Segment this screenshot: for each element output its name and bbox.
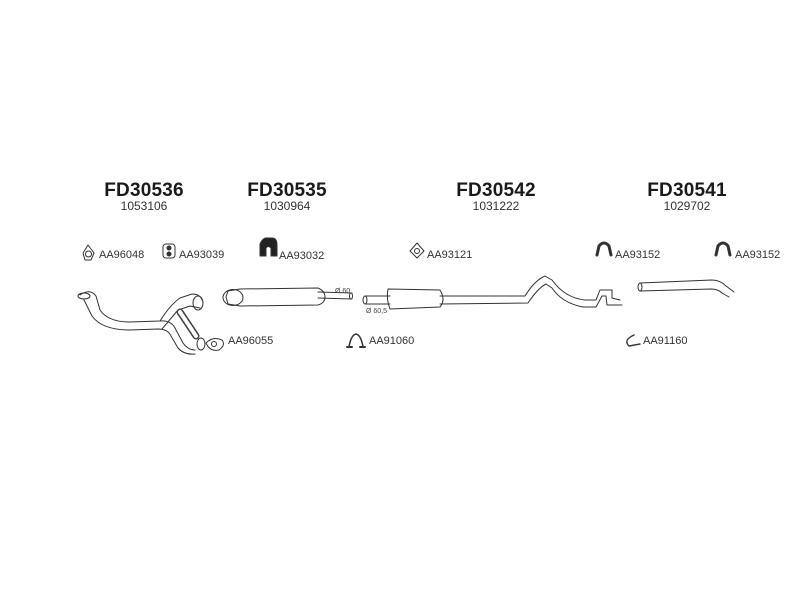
hanger-bracket-icon xyxy=(595,241,613,257)
part-code: FD30542 xyxy=(456,180,536,201)
front-silencer xyxy=(222,287,353,307)
clamp-icon xyxy=(626,334,641,347)
part-label-aa96055: AA96055 xyxy=(228,335,274,347)
rubber-mount-icon xyxy=(259,237,278,257)
part-number: 1030964 xyxy=(263,199,311,213)
part-label-aa93121: AA93121 xyxy=(427,249,473,261)
part-number: 1053106 xyxy=(120,199,168,213)
rear-silencer xyxy=(362,275,623,310)
rubber-hanger-icon xyxy=(162,243,176,259)
part-label-aa93152: AA93152 xyxy=(735,249,781,261)
part-label-aa93152: AA93152 xyxy=(615,249,661,261)
diameter-label: Ø 60,5 xyxy=(366,308,388,315)
part-code: FD30536 xyxy=(104,180,184,201)
tail-pipe xyxy=(637,279,735,298)
hanger-icon xyxy=(409,242,425,259)
clamp-icon xyxy=(346,333,366,348)
part-label-aa93039: AA93039 xyxy=(179,249,225,261)
gasket-ring-icon xyxy=(82,244,95,261)
front-pipe xyxy=(77,291,206,355)
gasket-icon xyxy=(205,338,224,351)
diameter-label: Ø 60 xyxy=(335,288,351,295)
part-number: 1029702 xyxy=(663,199,711,213)
part-number: 1031222 xyxy=(472,199,520,213)
part-label-aa91060: AA91060 xyxy=(369,335,415,347)
group-fd30536: FD30536 1053106 xyxy=(104,180,184,213)
part-label-aa91160: AA91160 xyxy=(643,335,688,347)
part-label-aa93032: AA93032 xyxy=(279,250,325,262)
group-fd30542: FD30542 1031222 xyxy=(456,180,536,213)
hanger-bracket-icon xyxy=(714,241,732,257)
group-fd30535: FD30535 1030964 xyxy=(247,180,327,213)
part-code: FD30535 xyxy=(247,180,327,201)
group-fd30541: FD30541 1029702 xyxy=(647,180,727,213)
part-code: FD30541 xyxy=(647,180,727,201)
part-label-aa96048: AA96048 xyxy=(99,249,145,261)
